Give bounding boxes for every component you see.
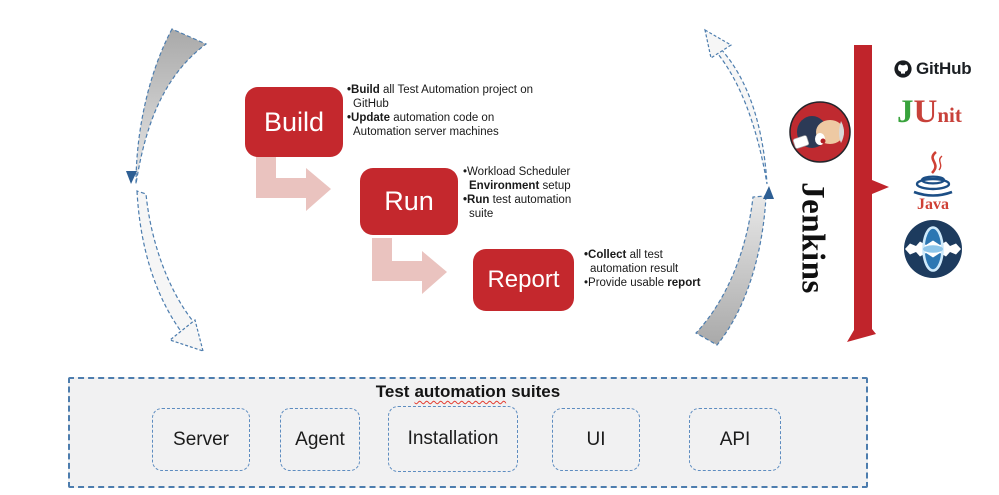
jenkins-butler-icon <box>789 101 851 163</box>
stage-box-report: Report <box>473 249 574 311</box>
stage-run-label: Run <box>384 186 434 216</box>
suites-title-post: suites <box>511 382 561 401</box>
suite-agent-label: Agent <box>295 428 345 450</box>
arrow-build-to-run-icon <box>256 155 331 211</box>
arrowhead-up-icon <box>763 186 774 199</box>
github-octocat-icon <box>894 60 912 78</box>
suites-title-wavy: automation <box>414 382 507 401</box>
jenkins-bracket <box>847 45 889 342</box>
arrowhead-down-icon <box>126 171 137 184</box>
cycle-arc-left-icon <box>126 28 208 352</box>
junit-u: U <box>913 94 938 130</box>
suite-api-label: API <box>719 428 751 450</box>
staf-sphere-gear-icon <box>904 220 962 278</box>
suite-ui-label: UI <box>586 428 606 450</box>
java-label: Java <box>917 196 949 213</box>
junit-j: J <box>897 94 914 130</box>
stage-box-build: Build <box>245 87 343 157</box>
stage-report-label: Report <box>487 266 560 293</box>
suite-box-installation: Installation <box>388 406 518 472</box>
stage-build-label: Build <box>263 106 325 137</box>
github-logo: GitHub <box>894 59 972 79</box>
suite-box-server: Server <box>152 408 250 471</box>
cycle-arc-right-icon <box>695 28 774 346</box>
junit-logo: J U nit <box>897 94 962 131</box>
stage-box-run: Run <box>360 168 458 235</box>
junit-nit: nit <box>937 103 962 127</box>
jenkins-label: Jenkins <box>794 182 831 294</box>
github-label: GitHub <box>916 59 972 78</box>
suite-box-agent: Agent <box>280 408 360 471</box>
suite-box-ui: UI <box>552 408 640 471</box>
java-cup-icon <box>913 150 953 197</box>
suite-box-api: API <box>689 408 781 471</box>
suites-title-pre: Test <box>375 382 410 401</box>
arrow-run-to-report-icon <box>372 238 447 294</box>
suite-server-label: Server <box>173 428 229 450</box>
suite-installation-label: Installation <box>407 428 499 449</box>
